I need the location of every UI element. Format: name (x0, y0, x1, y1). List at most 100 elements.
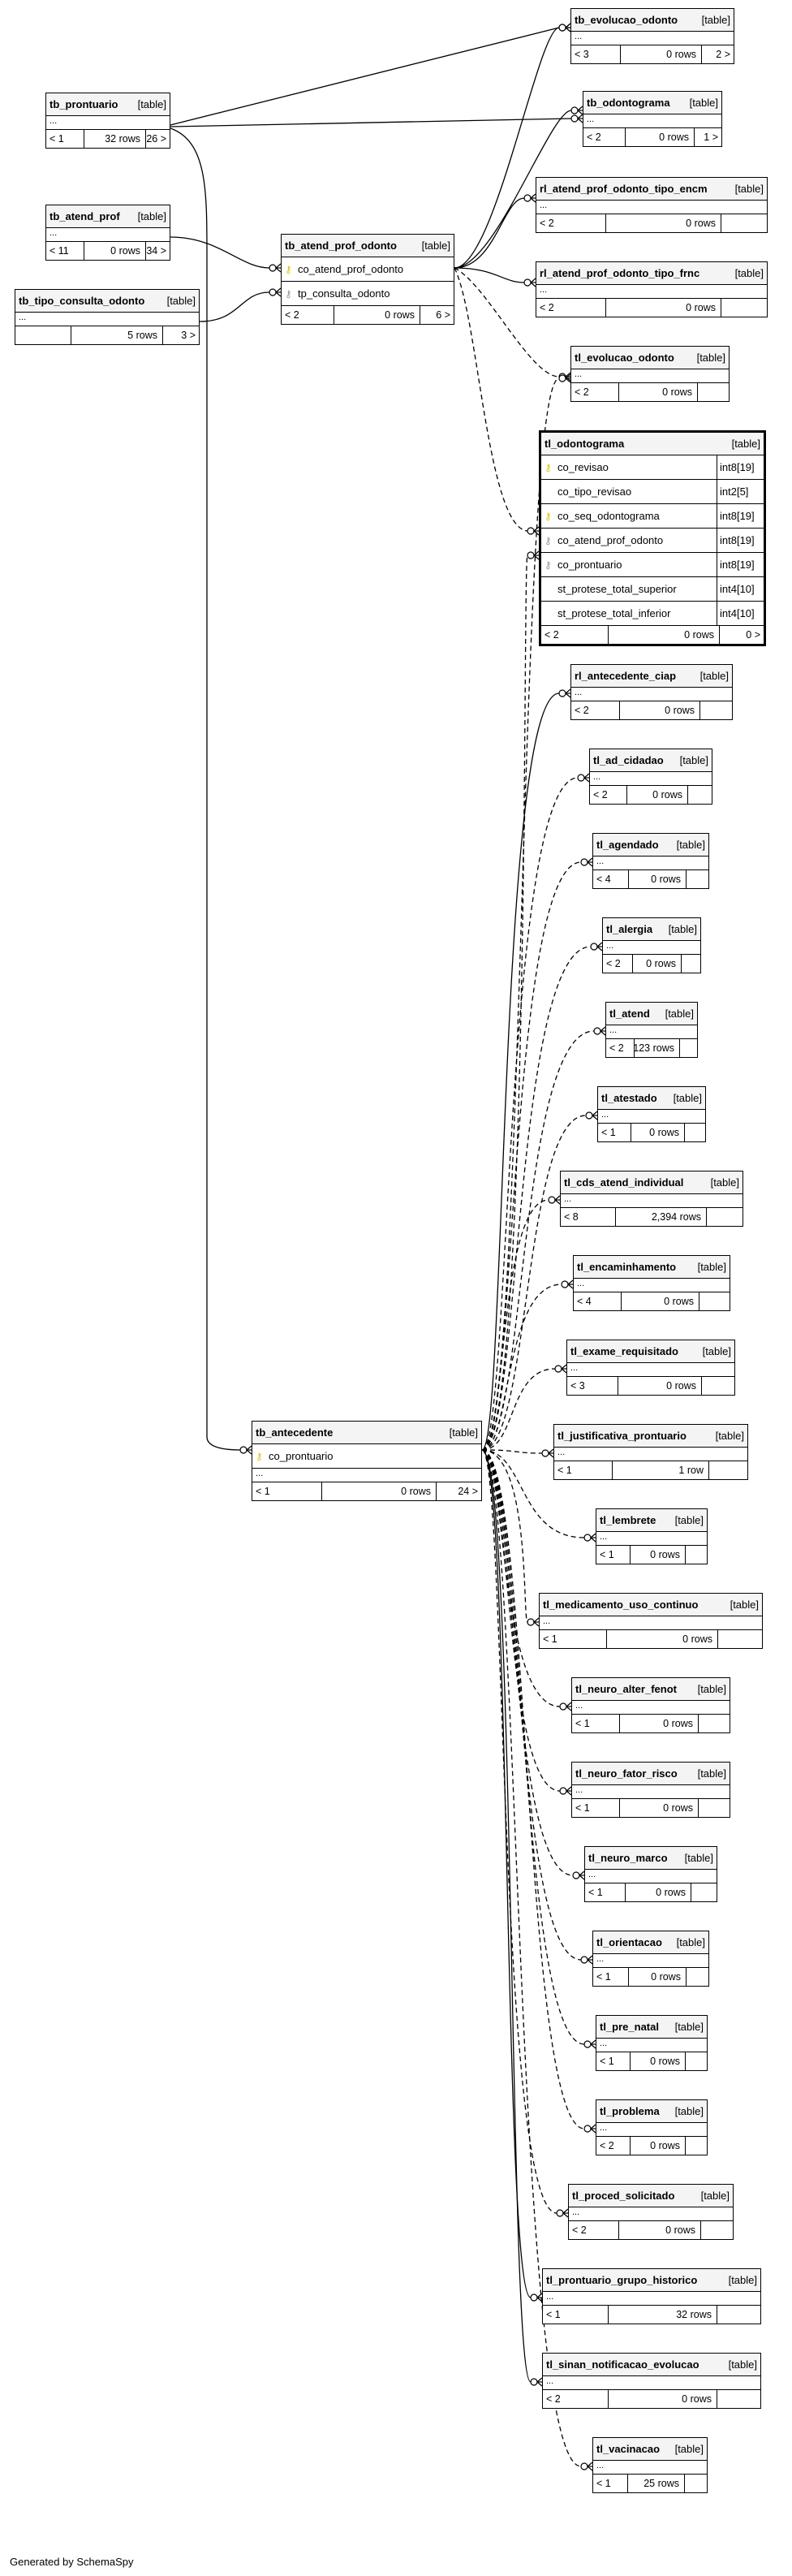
table-name[interactable]: tl_pre_natal (600, 2021, 659, 2033)
child-count[interactable] (721, 299, 767, 317)
more-columns-indicator[interactable]: ... (46, 116, 170, 130)
table-tl-prontuario-grupo-historico[interactable]: tl_prontuario_grupo_historico[table]...<… (542, 2268, 761, 2324)
table-header[interactable]: tl_exame_requisitado[table] (567, 1340, 734, 1363)
child-count[interactable] (681, 955, 700, 973)
table-name[interactable]: tl_neuro_marco (588, 1852, 668, 1864)
child-count[interactable] (717, 2390, 760, 2408)
child-count[interactable] (717, 1630, 762, 1648)
parent-count[interactable]: < 2 (572, 2224, 587, 2236)
table-header[interactable]: tl_atend[table] (606, 1003, 697, 1025)
table-name[interactable]: tl_neuro_fator_risco (575, 1767, 678, 1780)
table-name[interactable]: tb_odontograma (587, 97, 670, 109)
more-columns-indicator[interactable]: ... (606, 1025, 697, 1039)
more-columns-indicator[interactable]: ... (543, 2376, 760, 2390)
more-columns-indicator[interactable]: ... (252, 1469, 481, 1482)
more-columns-indicator[interactable]: ... (46, 228, 170, 242)
child-count[interactable] (679, 1039, 697, 1057)
table-name[interactable]: tl_odontograma (544, 438, 625, 450)
child-count[interactable] (685, 2052, 707, 2070)
more-columns-indicator[interactable]: ... (569, 2207, 733, 2221)
child-count[interactable] (684, 1124, 705, 1141)
child-count[interactable] (700, 2221, 733, 2239)
table-header[interactable]: rl_antecedente_ciap[table] (571, 665, 732, 688)
table-header[interactable]: rl_atend_prof_odonto_tipo_frnc[table] (536, 262, 767, 285)
table-name[interactable]: rl_atend_prof_odonto_tipo_frnc (540, 267, 700, 279)
table-name[interactable]: tb_atend_prof_odonto (285, 239, 397, 252)
table-header[interactable]: tb_atend_prof[table] (46, 205, 170, 228)
parent-count[interactable]: < 2 (540, 302, 554, 313)
parent-count[interactable] (15, 326, 71, 344)
child-count[interactable]: 24 > (436, 1482, 481, 1500)
table-header[interactable]: tl_lembrete[table] (596, 1509, 707, 1532)
child-count[interactable]: 6 > (420, 306, 454, 324)
child-count[interactable] (721, 214, 767, 232)
parent-count[interactable]: < 1 (596, 2478, 611, 2489)
parent-count[interactable]: < 1 (50, 133, 64, 145)
more-columns-indicator[interactable]: ... (561, 1194, 742, 1208)
table-name[interactable]: tl_vacinacao (596, 2443, 661, 2455)
table-name[interactable]: tb_evolucao_odonto (575, 14, 678, 26)
child-count[interactable] (717, 2306, 760, 2324)
child-count[interactable] (697, 383, 729, 401)
table-name[interactable]: tl_orientacao (596, 1936, 662, 1948)
more-columns-indicator[interactable]: ... (593, 1954, 708, 1968)
parent-count[interactable]: < 2 (544, 629, 559, 641)
more-columns-indicator[interactable]: ... (596, 2123, 707, 2137)
child-count[interactable]: 3 > (162, 326, 199, 344)
child-count[interactable] (706, 1208, 742, 1226)
parent-count[interactable]: < 4 (596, 874, 611, 885)
parent-count[interactable]: < 2 (587, 132, 601, 143)
more-columns-indicator[interactable]: ... (596, 1532, 707, 1546)
parent-count[interactable]: < 1 (600, 1549, 614, 1560)
more-columns-indicator[interactable]: ... (574, 1279, 730, 1292)
parent-count[interactable]: < 2 (593, 789, 608, 800)
child-count[interactable] (686, 870, 708, 888)
child-count[interactable] (698, 1715, 730, 1732)
table-name[interactable]: tl_lembrete (600, 1514, 656, 1526)
table-header[interactable]: tl_encaminhamento[table] (574, 1256, 730, 1279)
more-columns-indicator[interactable]: ... (596, 2039, 707, 2052)
table-rl-atend-prof-odonto-tipo-frnc[interactable]: rl_atend_prof_odonto_tipo_frnc[table]...… (536, 261, 768, 317)
table-header[interactable]: tl_ad_cidadao[table] (590, 749, 712, 772)
child-count[interactable] (687, 786, 712, 804)
more-columns-indicator[interactable]: ... (536, 201, 767, 214)
table-header[interactable]: tl_agendado[table] (593, 834, 708, 857)
more-columns-indicator[interactable]: ... (593, 857, 708, 870)
parent-count[interactable]: < 11 (50, 245, 69, 257)
more-columns-indicator[interactable]: ... (593, 2461, 707, 2475)
table-tl-medicamento-uso-continuo[interactable]: tl_medicamento_uso_continuo[table]...< 1… (539, 1593, 763, 1649)
table-header[interactable]: tl_neuro_fator_risco[table] (572, 1763, 730, 1785)
parent-count[interactable]: < 1 (557, 1465, 572, 1476)
table-header[interactable]: tl_prontuario_grupo_historico[table] (543, 2269, 760, 2292)
parent-count[interactable]: < 1 (601, 1127, 616, 1138)
column-row[interactable]: ⚷tp_consulta_odonto (282, 282, 454, 306)
child-count[interactable]: 2 > (701, 45, 734, 63)
table-tb-atend-prof-odonto[interactable]: tb_atend_prof_odonto[table]⚷co_atend_pro… (281, 234, 454, 325)
parent-count[interactable]: < 1 (256, 1486, 270, 1497)
more-columns-indicator[interactable]: ... (540, 1616, 762, 1630)
more-columns-indicator[interactable]: ... (583, 114, 721, 128)
table-tb-antecedente[interactable]: tb_antecedente[table]⚷co_prontuario...< … (252, 1421, 482, 1501)
parent-count[interactable]: < 4 (577, 1296, 592, 1307)
table-name[interactable]: rl_atend_prof_odonto_tipo_encm (540, 183, 708, 195)
table-name[interactable]: tl_exame_requisitado (570, 1345, 678, 1357)
child-count[interactable]: 34 > (145, 242, 170, 260)
table-header[interactable]: tl_justificativa_prontuario[table] (554, 1425, 747, 1448)
parent-count[interactable]: < 1 (575, 1802, 590, 1814)
